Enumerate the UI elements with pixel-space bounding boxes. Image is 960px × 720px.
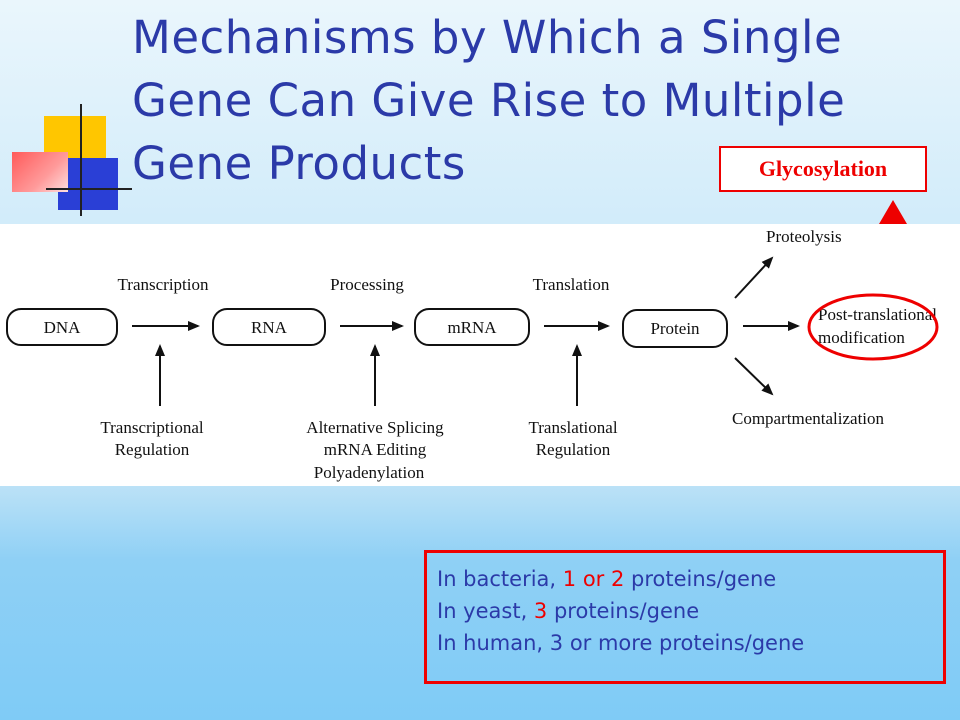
dna-label: DNA: [44, 318, 82, 337]
post-translational-circle: [807, 293, 939, 361]
mrna-node: [414, 308, 530, 346]
slide-title: Mechanisms by Which a Single Gene Can Gi…: [132, 6, 932, 195]
yeast-number: 3: [533, 599, 548, 623]
translation-label: Translation: [533, 275, 610, 294]
bacteria-prefix: In bacteria,: [437, 567, 563, 591]
yeast-line: In yeast, 3 proteins/gene: [437, 595, 943, 627]
title-line-2: Gene Can Give Rise to Multiple: [132, 74, 846, 127]
bacteria-or: or: [576, 567, 611, 591]
modification-label: modification: [818, 328, 905, 347]
bacteria-number-2: 2: [610, 567, 625, 591]
translational-label: Translational: [528, 418, 617, 437]
bacteria-line: In bacteria, 1 or 2 proteins/gene: [437, 563, 943, 595]
compartmentalization-label: Compartmentalization: [732, 409, 885, 428]
compartment-arrow: [734, 357, 774, 396]
decor-horizontal-line: [46, 188, 132, 190]
yeast-suffix: proteins/gene: [547, 599, 700, 623]
decor-vertical-line: [80, 104, 82, 216]
protein-count-box: In bacteria, 1 or 2 proteins/gene In yea…: [424, 550, 946, 684]
dna-node: [6, 308, 118, 346]
regulation-label-1: Regulation: [115, 440, 190, 459]
glycosylation-label: Glycosylation: [719, 146, 927, 192]
decor-red-square: [12, 152, 68, 192]
transcription-label: Transcription: [118, 275, 209, 294]
human-line: In human, 3 or more proteins/gene: [437, 631, 805, 655]
proteolysis-arrow: [734, 256, 774, 299]
protein-label: Protein: [650, 319, 700, 338]
rna-node: [212, 308, 326, 346]
proteolysis-label: Proteolysis: [766, 227, 842, 246]
bacteria-suffix: proteins/gene: [624, 567, 777, 591]
alternative-splicing-label: Alternative Splicing: [306, 418, 444, 437]
title-line-3: Gene Products: [132, 137, 466, 190]
mrna-label: mRNA: [447, 318, 497, 337]
protein-node: [622, 309, 728, 348]
bacteria-number-1: 1: [562, 567, 577, 591]
yeast-prefix: In yeast,: [437, 599, 534, 623]
gene-expression-diagram: DNA RNA mRNA Protein Post-translational …: [6, 227, 939, 482]
regulation-label-2: Regulation: [536, 440, 611, 459]
diagram-panel: DNA RNA mRNA Protein Post-translational …: [0, 224, 960, 486]
rna-label: RNA: [251, 318, 288, 337]
processing-label: Processing: [330, 275, 404, 294]
polyadenylation-label: Polyadenylation: [314, 463, 425, 482]
mrna-editing-label: mRNA Editing: [324, 440, 427, 459]
transcriptional-label: Transcriptional: [100, 418, 204, 437]
post-translational-label: Post-translational: [818, 305, 937, 324]
decor-blue-square: [58, 158, 118, 210]
title-line-1: Mechanisms by Which a Single: [132, 11, 843, 64]
